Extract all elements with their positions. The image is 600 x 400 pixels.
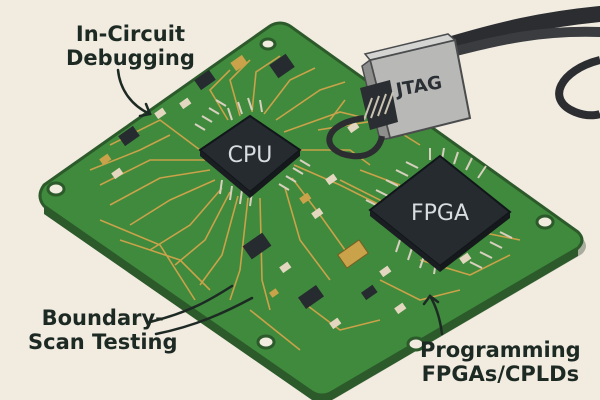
fpga-chip: FPGA — [365, 147, 513, 275]
cable-loop — [555, 56, 600, 120]
label-programming-fpgas-cplds: Programming FPGAs/CPLDs — [420, 338, 581, 386]
boundary-arrow-2 — [154, 296, 254, 336]
boundary-arrow-1 — [148, 284, 234, 324]
label-boundary-scan-testing: Boundary- Scan Testing — [28, 306, 178, 354]
callout-arrows — [116, 68, 444, 336]
cpu-label: CPU — [228, 143, 273, 168]
label-line: Scan Testing — [28, 330, 178, 354]
label-line: Debugging — [66, 46, 195, 70]
label-in-circuit-debugging: In-Circuit Debugging — [66, 22, 195, 70]
label-line: Programming — [420, 338, 581, 362]
label-line: FPGAs/CPLDs — [421, 362, 580, 386]
ribbon-loop — [326, 115, 385, 160]
jtag-cable — [444, 6, 600, 52]
jtag-cable-2 — [447, 26, 600, 57]
debug-arrow — [116, 68, 152, 116]
components — [99, 53, 472, 330]
label-line: Boundary- — [41, 306, 164, 330]
label-line: In-Circuit — [75, 22, 185, 46]
jtag-connector: JTAG — [326, 33, 472, 160]
fpga-label: FPGA — [411, 201, 469, 226]
cpu-chip: CPU — [194, 97, 311, 207]
mounting-holes — [46, 37, 555, 352]
